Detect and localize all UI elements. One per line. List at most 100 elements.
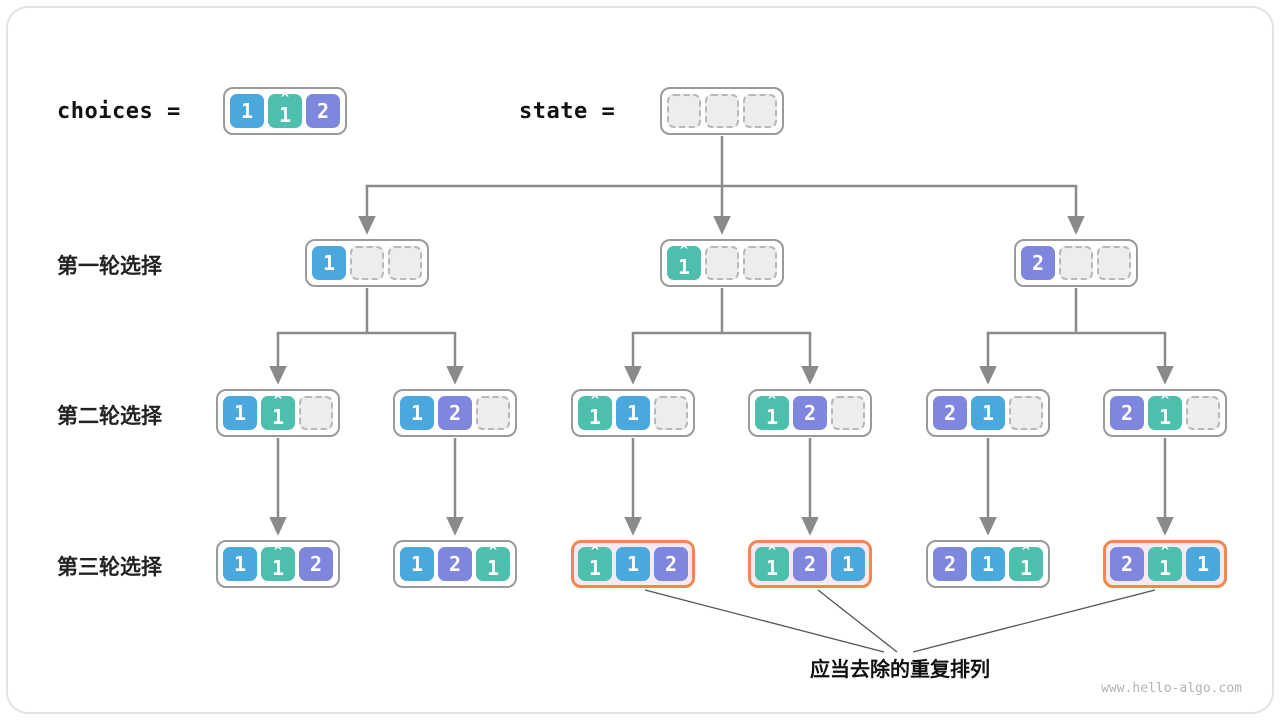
figure-frame <box>6 6 1274 714</box>
value-cell-one-hat: ^1 <box>261 544 295 581</box>
cell-value: 1 <box>588 405 602 429</box>
empty-slot <box>476 396 510 430</box>
cell-value: 2 <box>1120 401 1134 425</box>
duplicate-note: 应当去除的重复排列 <box>810 659 990 681</box>
cell-value: 1 <box>486 556 500 580</box>
value-cell-one-hat: ^1 <box>1009 544 1043 581</box>
tree-node: 1 <box>305 239 429 287</box>
value-cell-one-hat: ^1 <box>476 544 510 581</box>
cell-value: 2 <box>448 552 462 576</box>
cell-value: 1 <box>1158 405 1172 429</box>
value-cell-one: 1 <box>1186 547 1220 581</box>
cell-value: 1 <box>765 405 779 429</box>
cell-value: 1 <box>981 401 995 425</box>
value-cell-two: 2 <box>1110 396 1144 430</box>
value-cell-two: 2 <box>933 396 967 430</box>
value-cell-one-hat: ^1 <box>578 544 612 581</box>
empty-slot <box>743 94 777 128</box>
cell-value: 2 <box>1120 552 1134 576</box>
tree-node: 2 <box>1014 239 1138 287</box>
value-cell-two: 2 <box>793 547 827 581</box>
value-cell-one-hat: ^1 <box>268 92 302 128</box>
hat-mark: ^ <box>679 243 689 259</box>
cell-value: 1 <box>626 401 640 425</box>
hat-mark: ^ <box>590 393 600 409</box>
value-cell-two: 2 <box>933 547 967 581</box>
value-cell-one-hat: ^1 <box>578 393 612 430</box>
cell-value: 1 <box>410 401 424 425</box>
cell-value: 1 <box>677 255 691 279</box>
cell-value: 1 <box>626 552 640 576</box>
hat-mark: ^ <box>488 544 498 560</box>
cell-value: 1 <box>1019 556 1033 580</box>
cell-value: 1 <box>278 103 292 127</box>
state-array <box>660 87 784 135</box>
round-1-label: 第一轮选择 <box>57 255 162 278</box>
empty-slot <box>705 94 739 128</box>
value-cell-one-hat: ^1 <box>1148 544 1182 581</box>
hat-mark: ^ <box>590 544 600 560</box>
hat-mark: ^ <box>1160 544 1170 560</box>
value-cell-one: 1 <box>312 246 346 280</box>
value-cell-two: 2 <box>793 396 827 430</box>
hat-mark: ^ <box>1160 393 1170 409</box>
value-cell-one-hat: ^1 <box>261 393 295 430</box>
tree-node: 2 ^1 <box>1103 389 1227 437</box>
value-cell-one: 1 <box>223 547 257 581</box>
round-2-label: 第二轮选择 <box>57 405 162 428</box>
empty-slot <box>1059 246 1093 280</box>
value-cell-one: 1 <box>971 547 1005 581</box>
cell-value: 2 <box>943 552 957 576</box>
value-cell-two: 2 <box>306 94 340 128</box>
hat-mark: ^ <box>273 544 283 560</box>
cell-value: 1 <box>233 401 247 425</box>
cell-value: 1 <box>765 556 779 580</box>
cell-value: 1 <box>233 552 247 576</box>
cell-value: 2 <box>943 401 957 425</box>
cell-value: 1 <box>588 556 602 580</box>
hat-mark: ^ <box>767 544 777 560</box>
empty-slot <box>667 94 701 128</box>
cell-value: 1 <box>271 405 285 429</box>
cell-value: 1 <box>240 99 254 123</box>
value-cell-one-hat: ^1 <box>755 393 789 430</box>
cell-value: 1 <box>1196 552 1210 576</box>
value-cell-one: 1 <box>230 94 264 128</box>
hat-mark: ^ <box>273 393 283 409</box>
value-cell-one-hat: ^1 <box>755 544 789 581</box>
cell-value: 1 <box>322 251 336 275</box>
empty-slot <box>831 396 865 430</box>
value-cell-two: 2 <box>438 396 472 430</box>
value-cell-one: 1 <box>400 396 434 430</box>
value-cell-one: 1 <box>831 547 865 581</box>
value-cell-one: 1 <box>616 547 650 581</box>
cell-value: 2 <box>664 552 678 576</box>
empty-slot <box>1186 396 1220 430</box>
tree-node: 1^1 <box>216 389 340 437</box>
cell-value: 1 <box>1158 556 1172 580</box>
state-label: state = <box>519 99 616 124</box>
value-cell-two: 2 <box>438 547 472 581</box>
cell-value: 2 <box>309 552 323 576</box>
hat-mark: ^ <box>1021 544 1031 560</box>
cell-value: 1 <box>271 556 285 580</box>
empty-slot <box>1097 246 1131 280</box>
empty-slot <box>705 246 739 280</box>
value-cell-one-hat: ^1 <box>667 243 701 280</box>
cell-value: 2 <box>1031 251 1045 275</box>
value-cell-two: 2 <box>1110 547 1144 581</box>
value-cell-one-hat: ^1 <box>1148 393 1182 430</box>
value-cell-two: 2 <box>1021 246 1055 280</box>
cell-value: 2 <box>316 99 330 123</box>
hat-mark: ^ <box>767 393 777 409</box>
cell-value: 1 <box>410 552 424 576</box>
